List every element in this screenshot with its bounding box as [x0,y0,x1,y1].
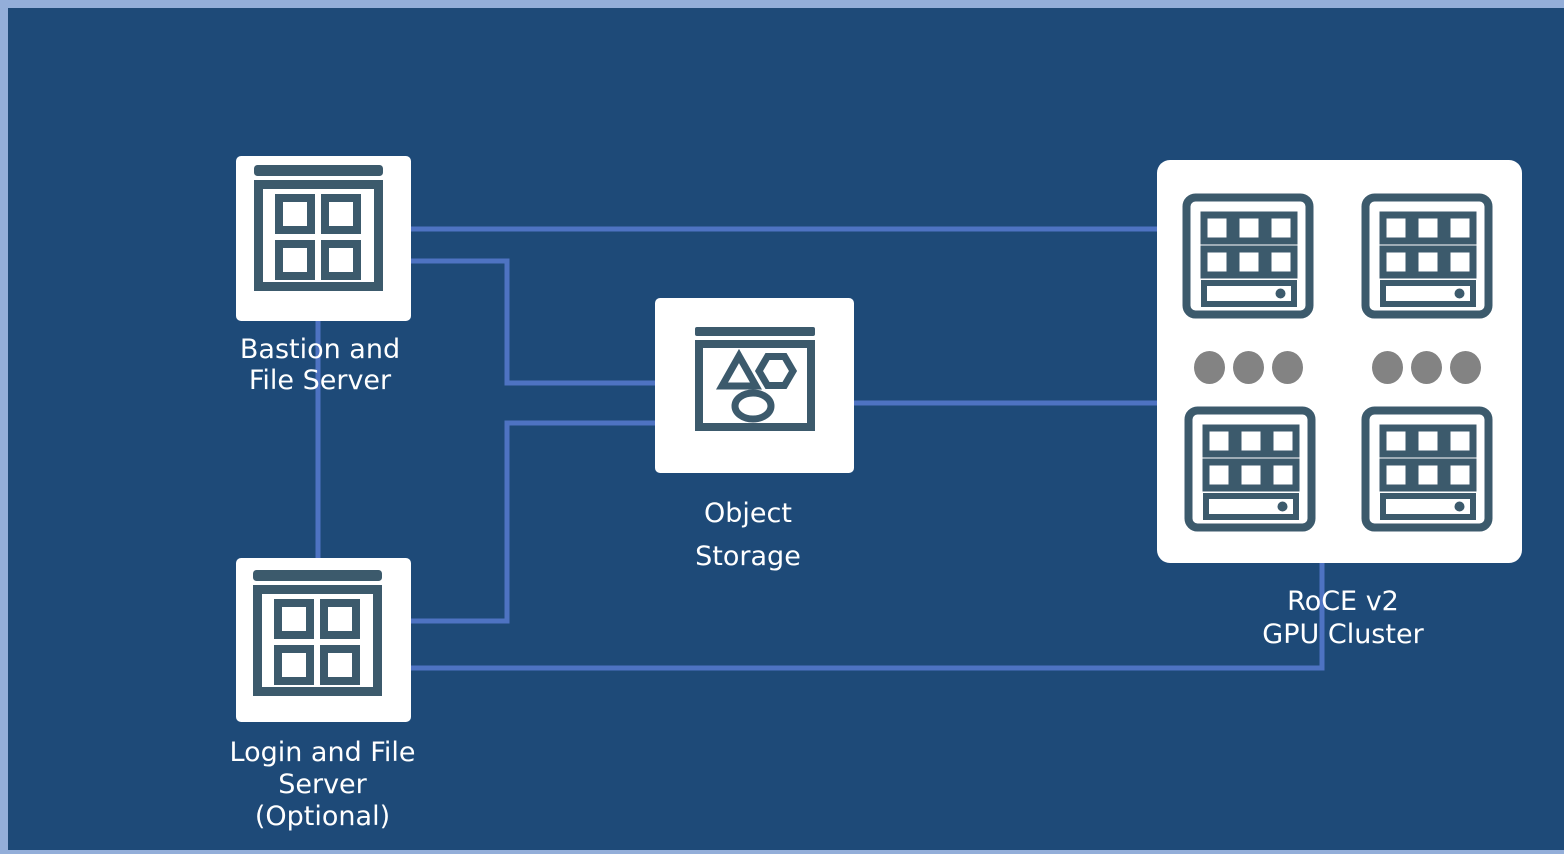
login-label-line: (Optional) [254,801,391,832]
ellipsis-dots-left [1194,351,1303,384]
server-icon [1361,406,1493,532]
window-grid-icon [254,165,383,291]
dot-icon [1272,351,1303,384]
login-node [236,558,411,722]
gpu-cluster-node [1157,160,1522,563]
login-label-line: Login and File [229,737,416,768]
gpu-cluster-label-line: RoCE v2 [1287,586,1399,617]
bastion-label-line: File Server [248,365,392,396]
object-storage-label: Object Storage [648,492,848,578]
dot-icon [1194,351,1225,384]
dot-icon [1372,351,1403,384]
login-label: Login and File Server (Optional) [175,737,470,833]
login-label-line: Server [278,769,367,800]
bastion-node [236,156,411,321]
server-icon [1184,406,1316,532]
shapes-window-icon [695,327,815,431]
dot-icon [1450,351,1481,384]
window-grid-icon [253,570,382,696]
connector-login-gpu-cluster [411,563,1325,671]
object-storage-label-line: Storage [695,541,801,572]
dot-icon [1411,351,1442,384]
object-storage-node [655,298,854,473]
bastion-label: Bastion and File Server [175,334,465,396]
connector-object-storage-login [411,420,655,624]
ellipsis-dots-right [1372,351,1481,384]
server-icon [1361,193,1493,319]
gpu-cluster-label-line: GPU Cluster [1262,619,1424,650]
object-storage-label-line: Object [704,498,792,529]
server-icon [1182,193,1314,319]
dot-icon [1233,351,1264,384]
connector-bastion-object-storage [411,258,655,386]
gpu-cluster-label: RoCE v2 GPU Cluster [1223,585,1463,651]
bastion-label-line: Bastion and [239,334,401,365]
